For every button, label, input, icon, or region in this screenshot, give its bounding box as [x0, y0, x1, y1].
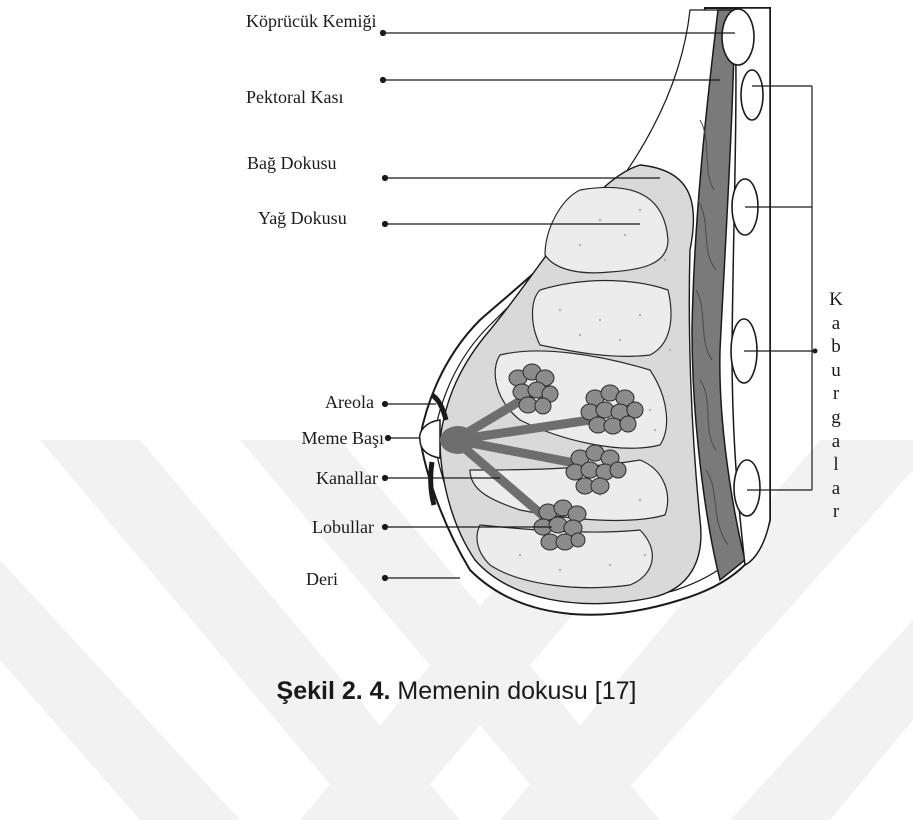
label-ribs-letter: a — [824, 312, 848, 336]
label-ribs-letter: l — [824, 453, 848, 477]
lobule-cluster — [534, 500, 586, 550]
label-ducts: Kanallar — [278, 468, 378, 488]
label-ribs-letter: a — [824, 477, 848, 501]
label-ribs-letter: r — [824, 382, 848, 406]
label-ribs-letter: a — [824, 430, 848, 454]
figure-caption: Şekil 2. 4. Memenin dokusu [17] — [0, 677, 913, 706]
ribs-bracket-dot — [813, 349, 818, 354]
label-ribs-letter: b — [824, 335, 848, 359]
label-nipple: Meme Başı — [268, 428, 384, 448]
figure-number: Şekil 2. 4. — [277, 677, 391, 705]
label-pectoral: Pektoral Kası — [246, 87, 343, 107]
label-lobules: Lobullar — [278, 517, 374, 537]
fat-lobe — [545, 187, 668, 272]
label-skin: Deri — [278, 569, 338, 589]
label-areola: Areola — [278, 392, 374, 412]
label-ribs-letter: K — [824, 288, 848, 312]
label-clavicle: Köprücük Kemiği — [246, 11, 376, 31]
rib — [741, 70, 763, 120]
clavicle-bone — [722, 9, 754, 65]
label-fat: Yağ Dokusu — [258, 208, 347, 228]
duct-root — [440, 426, 476, 454]
label-connective: Bağ Dokusu — [247, 153, 337, 173]
label-ribs-letter: u — [824, 359, 848, 383]
rib — [734, 460, 760, 516]
figure-caption-text: Memenin dokusu [17] — [390, 677, 636, 705]
fat-lobe — [533, 281, 671, 357]
label-ribs-letter: r — [824, 500, 848, 524]
label-ribs-letter: g — [824, 406, 848, 430]
